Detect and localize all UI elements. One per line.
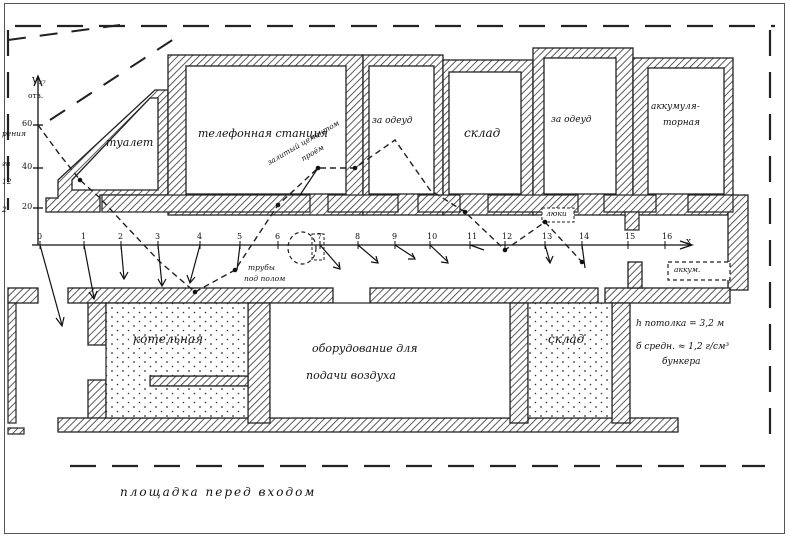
x-tick-label: 8 <box>355 232 361 241</box>
battery-small-box <box>667 261 731 281</box>
area-in-front-label: площадка перед входом <box>120 485 317 499</box>
x-tick-label: 16 <box>662 232 673 241</box>
y-tick-20: 20 <box>22 202 33 211</box>
x-tick-label: 15 <box>625 232 636 241</box>
x-tick-label: 3 <box>155 232 161 241</box>
boiler-room <box>105 302 249 419</box>
hatch-box <box>541 207 575 223</box>
pipes-marker <box>287 231 317 265</box>
ceiling-height-formula: h потолка = 3,2 м <box>636 319 725 329</box>
y-axis-unit: отв. <box>28 91 44 100</box>
pipes-label-1: трубы <box>248 263 275 272</box>
drawing-frame <box>4 3 785 534</box>
filter-room-1-label: за одеуд <box>372 116 413 126</box>
y-axis-label: V₂₇ <box>32 77 46 87</box>
margin-cut-2: ги <box>2 159 11 168</box>
x-tick-label: 11 <box>467 232 478 241</box>
outer-dashed-boundary <box>6 24 775 468</box>
y-tick-60: 60 <box>22 119 33 128</box>
x-tick-label: 1 <box>81 232 87 241</box>
x-tick-label: 10 <box>427 232 438 241</box>
x-tick-label: 4 <box>197 232 203 241</box>
pipes-label-2: под полом <box>244 274 286 283</box>
x-tick-label: 2 <box>118 232 124 241</box>
x-tick-label: 7 <box>317 232 323 241</box>
x-tick-label: 12 <box>502 232 513 241</box>
diagonal-dashed-line <box>7 24 181 121</box>
battery-room-label-1: аккумуля- <box>651 102 700 112</box>
x-tick-label: 14 <box>579 232 590 241</box>
warehouse-bottom-label: склад <box>548 332 585 346</box>
direction-arrows <box>39 167 586 328</box>
margin-cut-1: рения <box>2 129 26 138</box>
x-tick-label: 13 <box>542 232 553 241</box>
right-wall <box>727 194 749 291</box>
x-tick-label: 0 <box>37 232 43 241</box>
warehouse-top-label: склад <box>464 126 501 140</box>
margin-cut-4: 2 <box>2 205 7 214</box>
battery-room-label-2: торная <box>663 118 700 128</box>
toilet-label: туалет <box>106 136 154 149</box>
x-axis-label: x <box>686 237 692 247</box>
y-tick-40: 40 <box>22 162 33 171</box>
warehouse-bottom-room <box>527 302 613 419</box>
telephone-station-label: телефонная станция <box>198 127 328 140</box>
x-tick-label: 5 <box>237 232 243 241</box>
boiler-room-label: котельная <box>133 332 204 346</box>
air-equipment-label-2: подачи воздуха <box>306 369 396 382</box>
density-formula-1: б средн. ≈ 1,2 г/см³ <box>636 342 730 352</box>
x-tick-label: 9 <box>392 232 398 241</box>
margin-cut-3: 12 <box>2 177 12 186</box>
density-formula-2: бункера <box>662 357 701 367</box>
filter-room-2-label: за одеуд <box>551 115 592 125</box>
x-axis <box>32 240 695 250</box>
y-axis <box>33 74 43 245</box>
air-equipment-label-1: оборудование для <box>312 342 418 355</box>
air-equipment-room <box>269 302 511 419</box>
x-tick-label: 6 <box>275 232 281 241</box>
hatch-label: люки <box>546 209 567 218</box>
battery-small-label: аккум. <box>674 265 701 274</box>
